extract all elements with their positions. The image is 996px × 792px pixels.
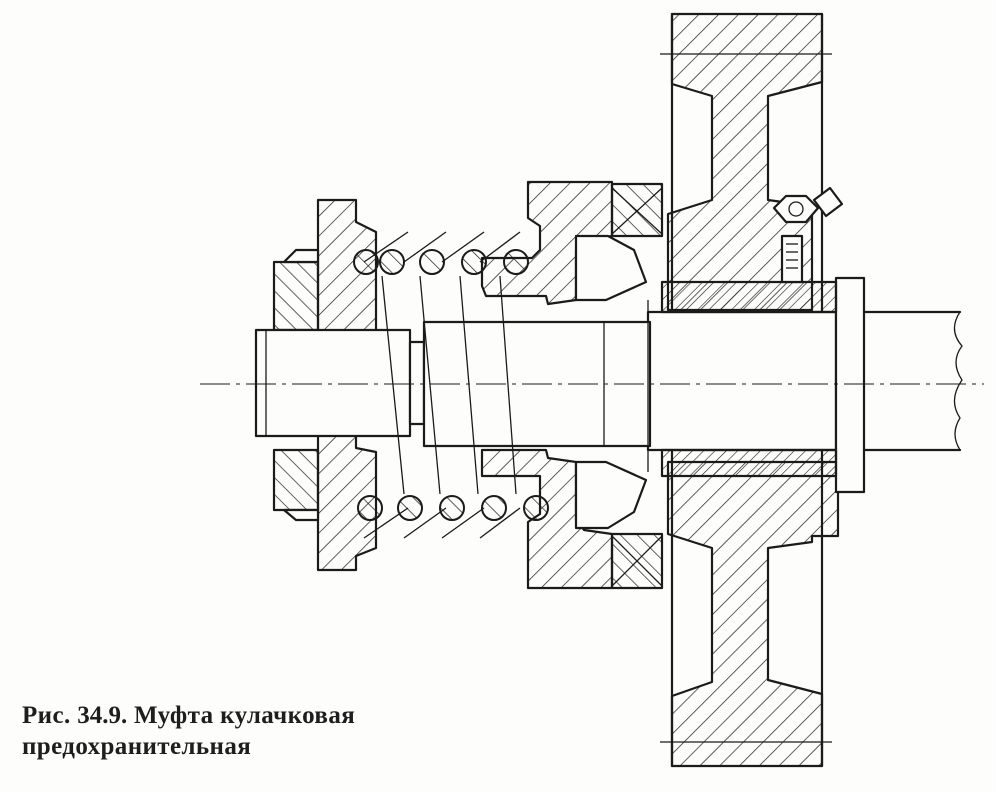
shaft-shoulder [646, 310, 838, 452]
spring-wire [419, 249, 445, 275]
caption-title: Муфта кулачковая [133, 702, 356, 729]
locknut-upper [272, 260, 320, 332]
shaft-groove [408, 340, 426, 426]
grease-nipple-icon [772, 186, 844, 284]
spring-coil-back-lower [363, 507, 521, 539]
caption-prefix: Рис. [22, 702, 71, 729]
spring-coil-sides [381, 275, 517, 495]
spring-wire [481, 495, 507, 521]
caption-line-2: предохранительная [22, 733, 252, 760]
caption-line-1: Рис. 34.9. Муфта кулачковая [22, 700, 355, 731]
locknut-chamfer-top [282, 248, 320, 264]
figure-caption: Рис. 34.9. Муфта кулачковая предохраните… [22, 700, 355, 762]
locknut-lower [272, 448, 320, 512]
spring-wire [397, 495, 423, 521]
adjusting-nut [272, 198, 378, 572]
nut-lower [316, 430, 378, 572]
hub-bushing [660, 280, 838, 478]
spring-coil-back-upper [363, 231, 521, 263]
jaw-ring-upper [610, 182, 664, 238]
shaft-tail-edges [862, 310, 962, 452]
locknut-chamfer-bottom [282, 508, 320, 522]
spring-wire [503, 249, 529, 275]
bearing-cross-upper [611, 187, 663, 235]
spring-wire [461, 249, 487, 275]
cam-jaw-upper [574, 234, 648, 302]
bushing-lower [660, 448, 838, 478]
shaft-break-line [953, 311, 963, 451]
spring-wire [379, 249, 405, 275]
coil-spring-icon [353, 231, 549, 539]
shaft-collar [834, 276, 866, 494]
shaft-end [254, 328, 412, 438]
spring-wire [523, 495, 549, 521]
gear-lower-section [666, 460, 840, 768]
cam-jaw-lower [574, 460, 648, 530]
spring-wire [357, 495, 383, 521]
figure-number: 34.9. [77, 702, 128, 729]
bearing-cross-lower [611, 535, 663, 587]
gear-wheel [660, 12, 840, 768]
nut-upper [316, 198, 378, 352]
spring-wire [439, 495, 465, 521]
bushing-upper [660, 280, 838, 314]
spring-wire [353, 249, 379, 275]
